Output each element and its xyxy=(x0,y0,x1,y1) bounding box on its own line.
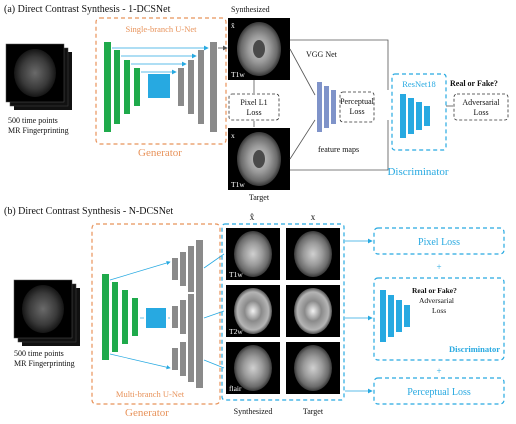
arrow-target-vgg xyxy=(289,119,316,160)
unet-a xyxy=(104,42,217,132)
disc-blocks-b xyxy=(380,290,410,342)
unet-b xyxy=(102,240,203,388)
input-caption-a-1: 500 time points xyxy=(8,116,58,125)
vgg-label: VGG Net xyxy=(306,50,338,59)
resnet-label: ResNet18 xyxy=(402,79,436,89)
row-label-flair: flair xyxy=(229,384,242,393)
resnet-blocks xyxy=(400,94,430,138)
perceptual-loss-box-b xyxy=(373,377,505,405)
adversarial-loss-box-a xyxy=(453,93,509,121)
perceptual-loss-box-a xyxy=(339,91,375,123)
image-grid-b xyxy=(226,228,340,394)
panel-a-title: (a) Direct Contrast Synthesis - 1-DCSNet xyxy=(4,4,171,15)
target-caption-a: Target xyxy=(249,193,270,202)
panel-b-title: (b) Direct Contrast Synthesis - N-DCSNet xyxy=(4,206,173,217)
target-symbol-a: x xyxy=(231,131,235,140)
row-label-t1w: T1w xyxy=(229,270,243,279)
arrow-branch-flair xyxy=(203,359,225,369)
unet-label-b: Multi-branch U-Net xyxy=(116,389,185,399)
adv-loss-a-2: Loss xyxy=(473,108,488,117)
pixel-loss-box-b xyxy=(373,227,505,255)
mrf-stack-a xyxy=(5,43,72,110)
discriminator-label-b: Discriminator xyxy=(449,344,500,354)
synth-header-a: Synthesized xyxy=(231,5,270,14)
synth-to-disc-line xyxy=(290,39,389,90)
vgg-net xyxy=(317,82,336,132)
arrow-branch-t2w xyxy=(203,310,225,319)
target-caption-b: Target xyxy=(303,407,324,416)
discriminator-box-b xyxy=(373,277,505,361)
pixel-loss-a-1: Pixel L1 xyxy=(240,98,267,107)
col-target-symbol: x xyxy=(311,212,316,222)
real-fake-b-1: Real or Fake? xyxy=(412,286,457,295)
pixel-loss-b: Pixel Loss xyxy=(418,237,460,248)
perceptual-loss-a-1: Perceptual xyxy=(340,97,375,106)
real-fake-b-3: Loss xyxy=(432,306,446,315)
target-contrast-a: T1w xyxy=(231,180,245,189)
synth-caption-b: Synthesized xyxy=(234,407,273,416)
generator-box-b xyxy=(91,223,221,405)
plus-1: + xyxy=(436,262,441,272)
mrf-stack-b xyxy=(13,279,80,346)
generator-label-a: Generator xyxy=(138,147,182,159)
discriminator-label-a: Discriminator xyxy=(387,166,448,178)
arrow-synth-vgg xyxy=(289,48,316,96)
perceptual-loss-b: Perceptual Loss xyxy=(407,387,471,398)
adv-loss-a-1: Adversarial xyxy=(462,98,500,107)
pixel-l1-loss-box xyxy=(228,93,280,121)
real-fake-a: Real or Fake? xyxy=(450,79,498,88)
feature-maps-label: feature maps xyxy=(318,145,359,154)
discriminator-box-a xyxy=(391,73,447,151)
unet-label-a: Single-branch U-Net xyxy=(125,24,197,34)
pixel-loss-a-2: Loss xyxy=(246,108,261,117)
arrow-branch-t1w xyxy=(203,253,225,269)
input-caption-b-2: MR Fingerprinting xyxy=(14,359,75,368)
perceptual-loss-a-2: Loss xyxy=(349,107,364,116)
plus-2: + xyxy=(436,366,441,376)
col-synth-symbol: x̂ xyxy=(250,212,255,222)
real-fake-b-2: Adversarial xyxy=(419,296,454,305)
generator-label-b: Generator xyxy=(125,407,169,419)
synth-contrast-a: T1w xyxy=(231,70,245,79)
target-image-a xyxy=(228,128,290,190)
synth-symbol-a: x̂ xyxy=(231,21,235,30)
synth-image-a xyxy=(228,18,290,80)
target-to-disc-line xyxy=(290,120,389,171)
input-caption-a-2: MR Fingerprinting xyxy=(8,126,69,135)
row-label-t2w: T2w xyxy=(229,327,243,336)
input-caption-b-1: 500 time points xyxy=(14,349,64,358)
